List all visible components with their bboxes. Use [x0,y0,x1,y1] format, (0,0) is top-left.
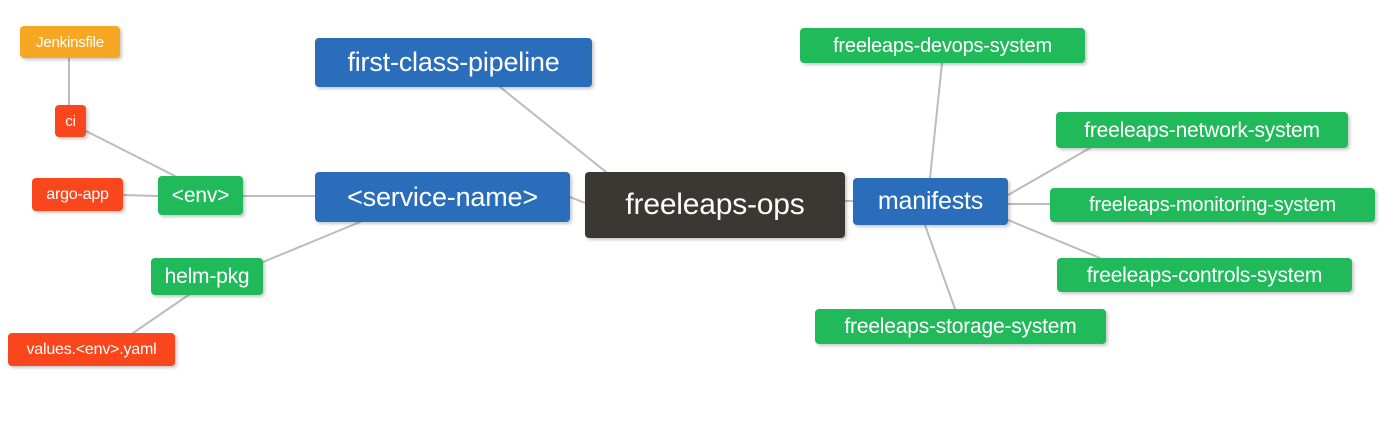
edge-manifests-to-freeleaps-devops-system [929,62,943,179]
node-env[interactable]: <env> [158,176,243,215]
node-freeleaps-storage-system[interactable]: freeleaps-storage-system [815,309,1106,344]
node-freeleaps-network-system[interactable]: freeleaps-network-system [1056,112,1348,148]
edge-freeleaps-ops-to-service-name [569,196,586,204]
edge-env-to-argo-app [122,194,159,197]
node-values-env-yaml[interactable]: values.<env>.yaml [8,333,175,366]
node-freeleaps-ops[interactable]: freeleaps-ops [585,172,845,238]
node-first-class-pipeline[interactable]: first-class-pipeline [315,38,592,87]
node-helm-pkg[interactable]: helm-pkg [151,258,263,295]
edge-manifests-to-freeleaps-storage-system [924,224,956,310]
node-ci[interactable]: ci [55,105,86,137]
edge-helm-pkg-to-values-env-yaml [132,293,191,334]
edge-manifests-to-freeleaps-controls-system [1007,219,1101,259]
node-freeleaps-controls-system[interactable]: freeleaps-controls-system [1057,258,1352,292]
edge-service-name-to-helm-pkg [262,221,361,263]
node-argo-app[interactable]: argo-app [32,178,123,211]
edge-env-to-ci [85,130,176,177]
edge-freeleaps-ops-to-first-class-pipeline [499,86,607,173]
node-service-name[interactable]: <service-name> [315,172,570,222]
node-manifests[interactable]: manifests [853,178,1008,225]
node-jenkinsfile[interactable]: Jenkinsfile [20,26,120,58]
node-freeleaps-devops-system[interactable]: freeleaps-devops-system [800,28,1085,63]
node-freeleaps-monitoring-system[interactable]: freeleaps-monitoring-system [1050,188,1375,222]
